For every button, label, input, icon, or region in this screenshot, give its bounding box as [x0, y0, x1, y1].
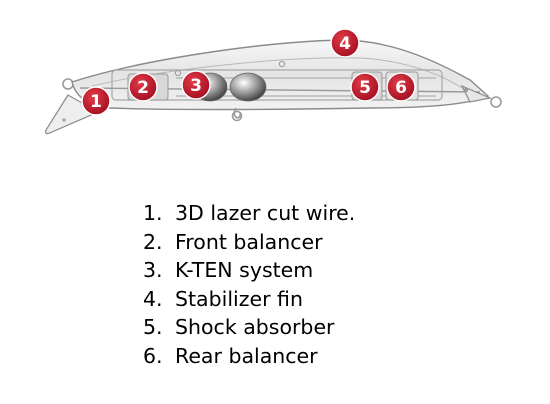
- legend-label: 3D lazer cut wire.: [175, 201, 356, 225]
- marker-3: 3: [181, 70, 211, 100]
- legend-label: Stabilizer fin: [175, 286, 303, 311]
- legend-number: 3.: [143, 258, 163, 283]
- legend-number: 4.: [143, 286, 163, 311]
- lure-diagram: 1 2 3 4 5 6: [45, 28, 502, 135]
- svg-text:2: 2: [137, 78, 149, 98]
- lure-body: [71, 39, 490, 111]
- svg-text:5: 5: [359, 78, 371, 98]
- tail-eye: [490, 96, 502, 108]
- svg-text:3: 3: [190, 76, 202, 96]
- legend-list: 1. 3D lazer cut wire. 2. Front balancer 3.…: [143, 199, 355, 371]
- legend-item: 2. Front balancer: [143, 228, 355, 257]
- legend-item: 1. 3D lazer cut wire.: [143, 199, 355, 228]
- kten-ball-rear: [229, 72, 267, 102]
- tail-mark: [463, 87, 469, 93]
- marker-1: 1: [81, 86, 111, 116]
- svg-text:4: 4: [339, 34, 351, 54]
- lure-tail: [460, 84, 493, 103]
- svg-text:6: 6: [395, 78, 407, 98]
- svg-text:1: 1: [90, 92, 102, 112]
- legend-item: 6. Rear balancer: [143, 342, 355, 371]
- line-tie: [62, 78, 74, 90]
- wire-eye-front: [174, 69, 182, 77]
- legend-item: 4. Stabilizer fin: [143, 285, 355, 314]
- marker-2: 2: [128, 72, 158, 102]
- legend-number: 6.: [143, 343, 163, 368]
- legend-number: 1.: [143, 201, 163, 225]
- legend-item: 3. K-TEN system: [143, 256, 355, 285]
- marker-6: 6: [386, 72, 416, 102]
- marker-5: 5: [350, 72, 380, 102]
- legend-label: Rear balancer: [175, 343, 318, 368]
- lip-hole: [62, 118, 66, 122]
- internal-frame: [111, 69, 443, 101]
- wire-eye-mid: [278, 60, 286, 68]
- legend-item: 5. Shock absorber: [143, 313, 355, 342]
- legend-label: Front balancer: [175, 229, 323, 254]
- belly-hanger: [233, 107, 241, 119]
- belly-hanger-eye: [231, 110, 243, 122]
- legend-number: 5.: [143, 315, 163, 340]
- legend-number: 2.: [143, 229, 163, 254]
- legend-label: Shock absorber: [175, 315, 335, 340]
- legend-label: K-TEN system: [175, 258, 314, 283]
- marker-4: 4: [330, 28, 360, 58]
